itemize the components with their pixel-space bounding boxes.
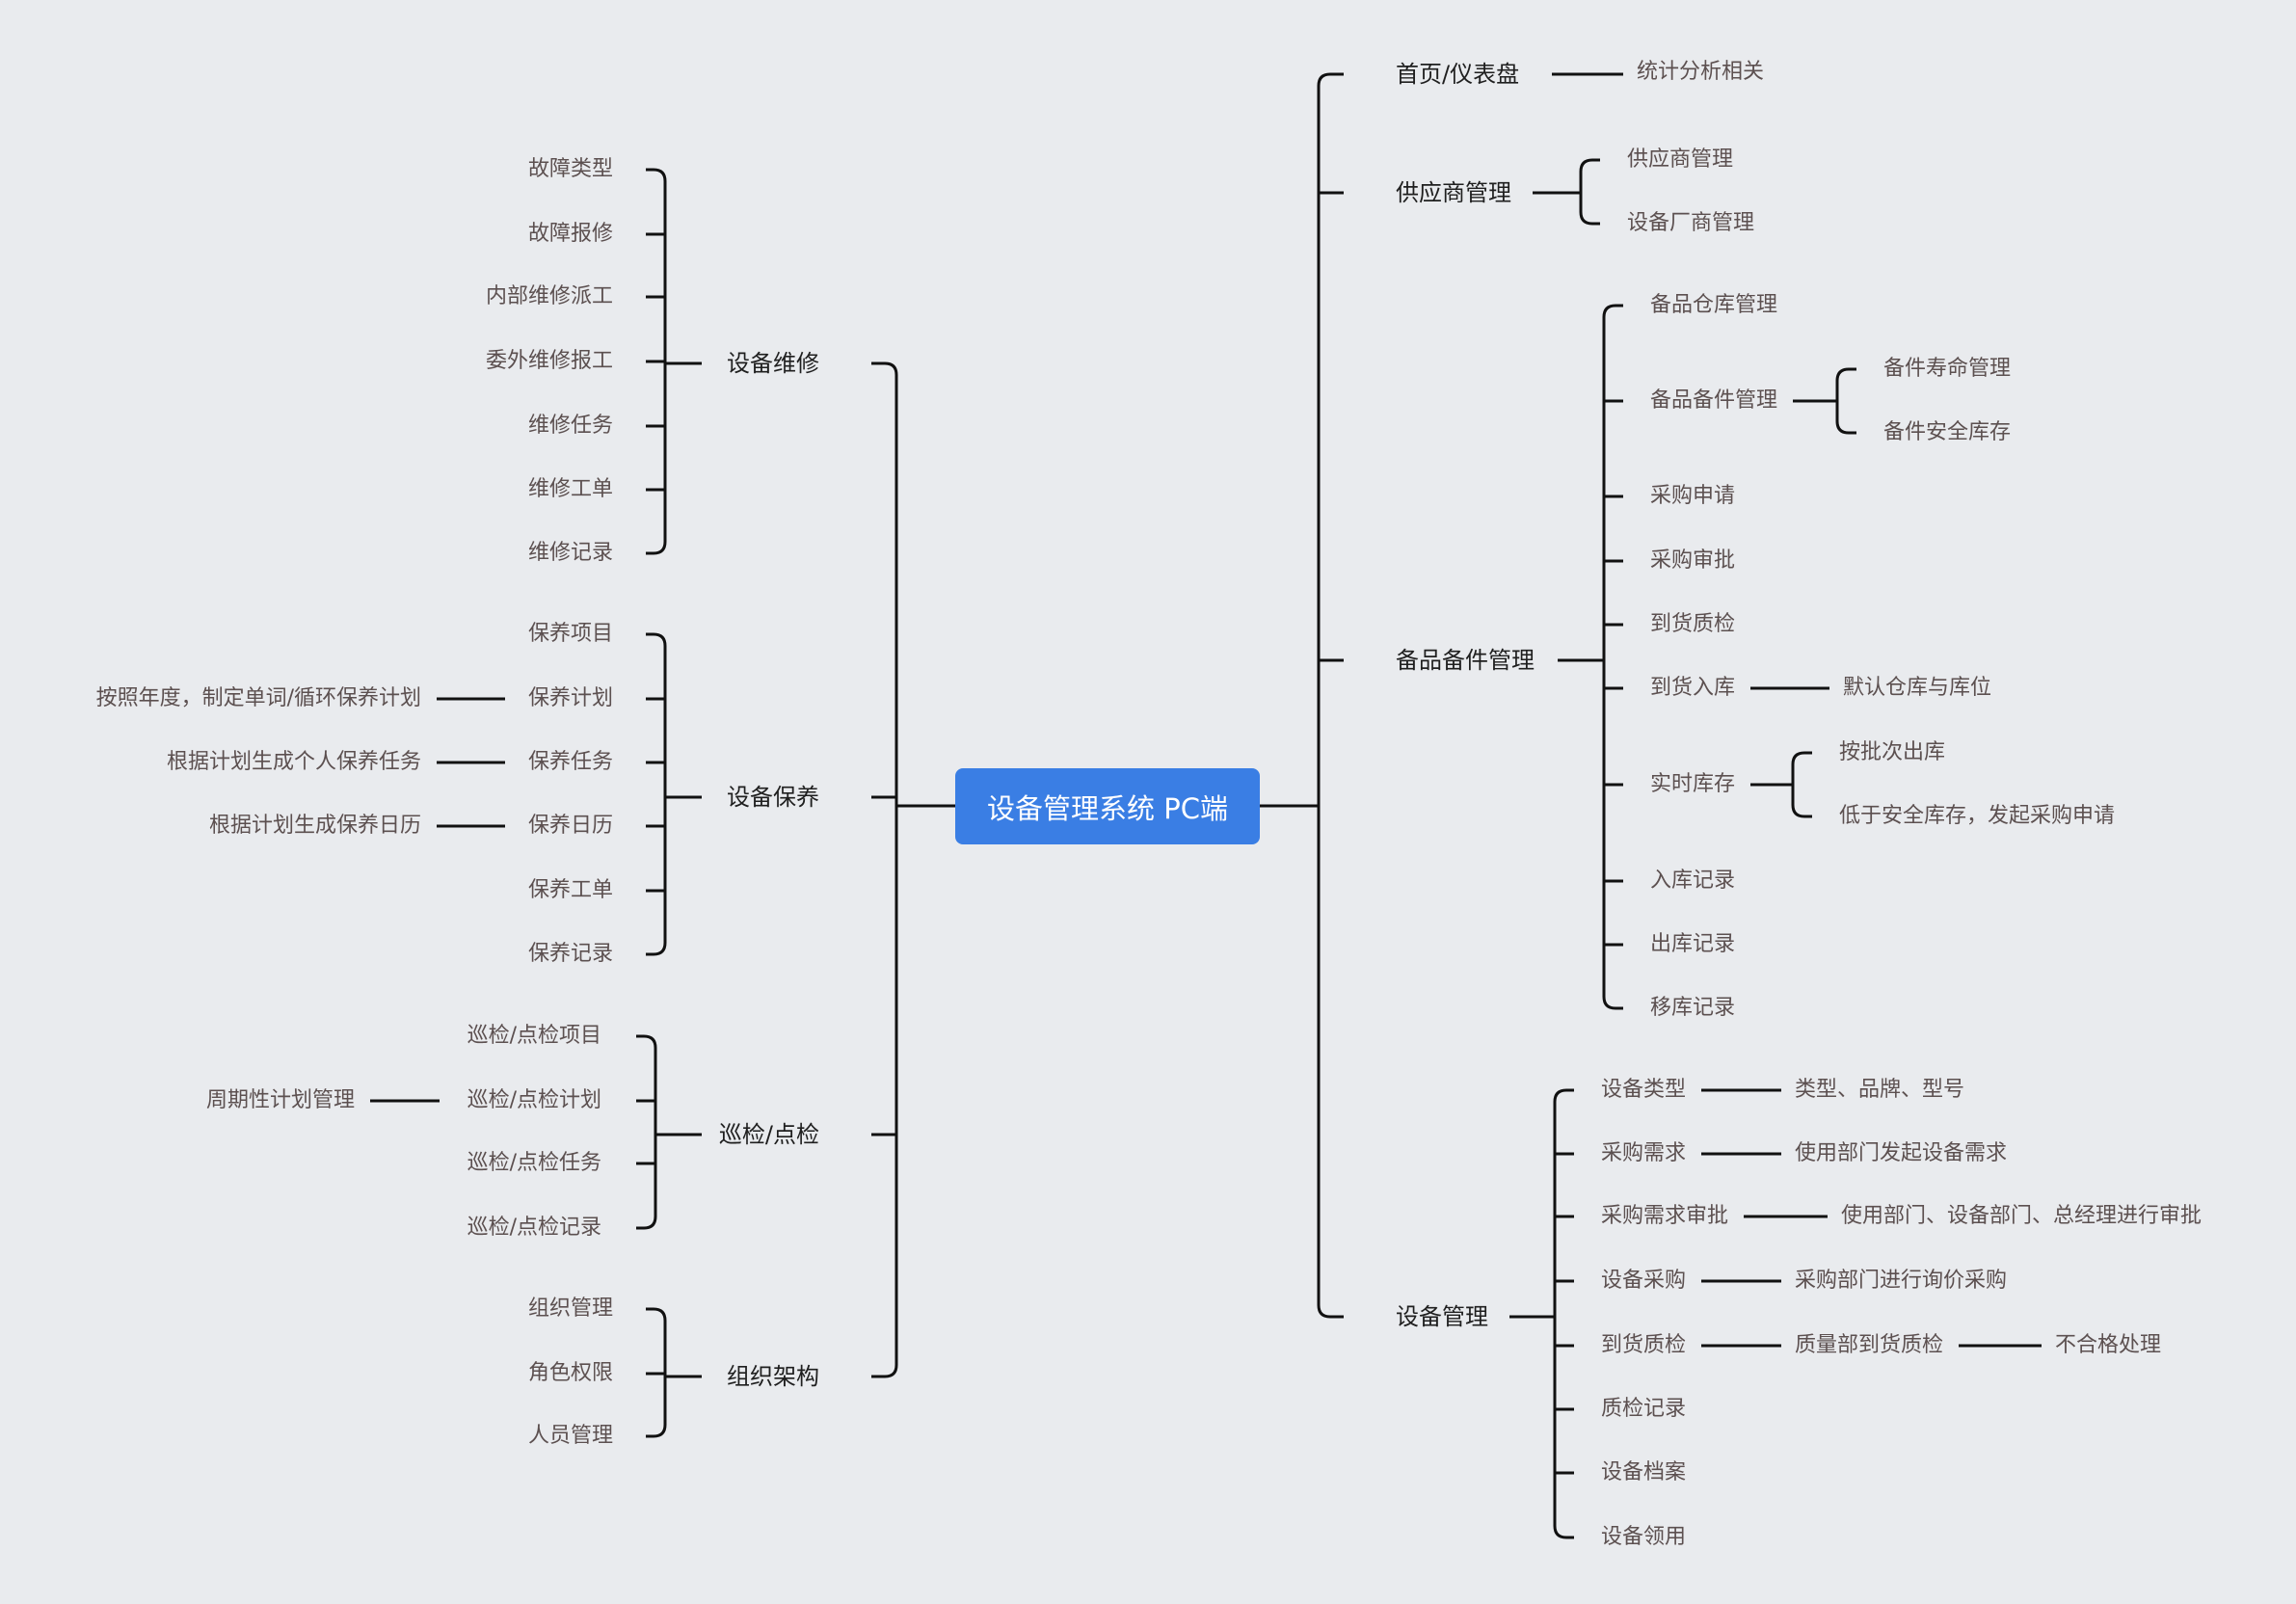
right-leaf-2-3[interactable]: 采购审批 [1650, 548, 1736, 573]
right-note2-3-4[interactable]: 不合格处理 [2055, 1333, 2162, 1357]
right-child-bracket-1-corner [1579, 158, 1600, 173]
right-branch-0[interactable]: 首页/仪表盘 [1396, 61, 1520, 88]
right-leaf-3-5[interactable]: 质检记录 [1601, 1397, 1687, 1421]
left-branch-0[interactable]: 设备维修 [727, 350, 819, 377]
right-note-2-6-0[interactable]: 按批次出库 [1839, 740, 1946, 764]
right-leaf-2-2[interactable]: 采购申请 [1650, 484, 1736, 508]
right-note-3-2[interactable]: 使用部门、设备部门、总经理进行审批 [1841, 1204, 2203, 1228]
left-branch-1[interactable]: 设备保养 [727, 784, 819, 811]
left-leaf-0-5[interactable]: 维修工单 [527, 477, 613, 501]
right-note-2-6-1[interactable]: 低于安全库存，发起采购申请 [1839, 804, 2116, 828]
left-note-2-1[interactable]: 周期性计划管理 [205, 1088, 355, 1112]
left-leaf-1-3[interactable]: 保养日历 [527, 814, 613, 838]
right-note-bracket-2-6-corner [1791, 751, 1812, 765]
left-leaf-3-0[interactable]: 组织管理 [527, 1297, 613, 1321]
right-child-bracket-3-corner [1553, 1525, 1574, 1539]
left-note-1-2[interactable]: 根据计划生成个人保养任务 [166, 750, 421, 774]
right-note-3-0[interactable]: 类型、品牌、型号 [1795, 1078, 1965, 1102]
right-leaf-3-7[interactable]: 设备领用 [1601, 1525, 1687, 1549]
right-leaf-2-7[interactable]: 入库记录 [1650, 869, 1736, 893]
left-leaf-1-5[interactable]: 保养记录 [527, 942, 613, 966]
left-leaf-0-6[interactable]: 维修记录 [527, 541, 613, 565]
left-branch-3[interactable]: 组织架构 [727, 1363, 819, 1390]
left-child-bracket-2-corner [636, 1034, 657, 1049]
right-leaf-3-4[interactable]: 到货质检 [1601, 1333, 1687, 1357]
right-note-3-1[interactable]: 使用部门发起设备需求 [1795, 1141, 2008, 1165]
right-branch-3[interactable]: 设备管理 [1396, 1303, 1488, 1330]
left-leaf-1-2[interactable]: 保养任务 [527, 750, 613, 774]
right-leaf-2-4[interactable]: 到货质检 [1650, 612, 1736, 636]
right-child-bracket-3-corner [1553, 1088, 1574, 1103]
left-child-bracket-1-corner [646, 942, 667, 956]
root-node[interactable]: 设备管理系统 PC端 [955, 768, 1260, 844]
right-note-2-1-0[interactable]: 备件寿命管理 [1883, 357, 2012, 381]
right-child-bracket-1-corner [1579, 211, 1600, 226]
right-leaf-3-1[interactable]: 采购需求 [1601, 1141, 1687, 1165]
left-child-bracket-3-corner [646, 1307, 667, 1322]
right-leaf-1-1[interactable]: 设备厂商管理 [1627, 211, 1755, 235]
left-branch-2[interactable]: 巡检/点检 [718, 1121, 819, 1148]
right-branch-1[interactable]: 供应商管理 [1396, 179, 1511, 206]
right-note-bracket-2-1-corner [1835, 367, 1856, 382]
left-leaf-0-2[interactable]: 内部维修派工 [485, 284, 613, 308]
right-leaf-2-1[interactable]: 备品备件管理 [1650, 388, 1778, 413]
left-note-1-1[interactable]: 按照年度，制定单词/循环保养计划 [95, 686, 421, 710]
right-leaf-2-6[interactable]: 实时库存 [1650, 772, 1736, 796]
left-leaf-0-3[interactable]: 委外维修报工 [485, 349, 613, 373]
left-leaf-2-1[interactable]: 巡检/点检计划 [467, 1088, 601, 1112]
left-leaf-2-3[interactable]: 巡检/点检记录 [467, 1216, 601, 1240]
right-child-bracket-2-corner [1602, 996, 1623, 1010]
right-leaf-1-0[interactable]: 供应商管理 [1627, 147, 1734, 172]
right-note-bracket-2-1-corner [1835, 420, 1856, 435]
right-note-2-1-1[interactable]: 备件安全库存 [1883, 420, 2012, 444]
right-leaf-2-8[interactable]: 出库记录 [1650, 932, 1736, 956]
left-leaf-2-0[interactable]: 巡检/点检项目 [467, 1024, 601, 1048]
right-note-bracket-2-6-corner [1791, 804, 1812, 818]
left-main-bracket-corner [871, 361, 898, 376]
left-leaf-0-0[interactable]: 故障类型 [527, 157, 613, 181]
left-child-bracket-0-corner [646, 168, 667, 182]
right-leaf-2-5[interactable]: 到货入库 [1650, 676, 1736, 700]
left-leaf-1-4[interactable]: 保养工单 [527, 878, 613, 902]
right-leaf-0-0[interactable]: 统计分析相关 [1637, 60, 1765, 84]
left-leaf-3-2[interactable]: 人员管理 [527, 1424, 613, 1448]
left-child-bracket-2-corner [636, 1216, 657, 1230]
left-leaf-0-1[interactable]: 故障报修 [527, 222, 613, 246]
left-child-bracket-3-corner [646, 1424, 667, 1438]
right-leaf-2-9[interactable]: 移库记录 [1650, 996, 1736, 1020]
right-main-bracket-corner [1317, 1304, 1344, 1319]
right-child-bracket-2-corner [1602, 304, 1623, 318]
left-child-bracket-1-corner [646, 632, 667, 647]
right-leaf-2-0[interactable]: 备品仓库管理 [1650, 293, 1778, 317]
right-note-2-5[interactable]: 默认仓库与库位 [1843, 676, 1992, 700]
right-note-3-3[interactable]: 采购部门进行询价采购 [1795, 1269, 2008, 1293]
right-branch-2[interactable]: 备品备件管理 [1396, 647, 1535, 674]
left-leaf-1-0[interactable]: 保养项目 [527, 622, 613, 646]
right-leaf-3-2[interactable]: 采购需求审批 [1601, 1204, 1729, 1228]
left-main-bracket-corner [871, 1364, 898, 1378]
left-leaf-0-4[interactable]: 维修任务 [527, 414, 613, 438]
right-main-bracket-corner [1317, 72, 1344, 87]
right-note-3-4[interactable]: 质量部到货质检 [1795, 1333, 1944, 1357]
right-leaf-3-0[interactable]: 设备类型 [1601, 1078, 1687, 1102]
left-leaf-2-2[interactable]: 巡检/点检任务 [467, 1151, 601, 1175]
right-leaf-3-6[interactable]: 设备档案 [1601, 1460, 1687, 1484]
left-note-1-3[interactable]: 根据计划生成保养日历 [208, 814, 421, 838]
left-leaf-1-1[interactable]: 保养计划 [527, 686, 613, 710]
right-leaf-3-3[interactable]: 设备采购 [1601, 1269, 1687, 1293]
left-leaf-3-1[interactable]: 角色权限 [527, 1361, 613, 1385]
left-child-bracket-0-corner [646, 541, 667, 555]
